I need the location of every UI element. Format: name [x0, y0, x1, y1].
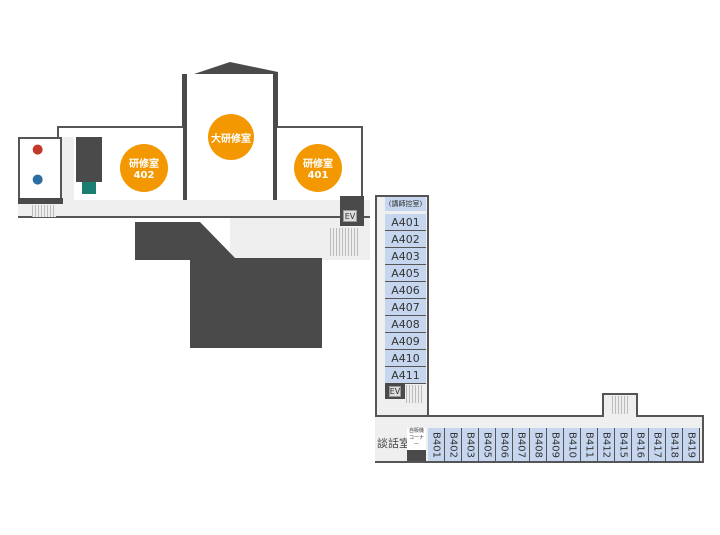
room-b411[interactable]: B411 [581, 428, 598, 461]
room-b416[interactable]: B416 [632, 428, 649, 461]
room-a411[interactable]: A411 [385, 367, 426, 384]
stairs-wing [406, 385, 424, 403]
room-b408[interactable]: B408 [530, 428, 547, 461]
room-b419[interactable]: B419 [683, 428, 700, 461]
exit-sign-icon [82, 182, 96, 194]
room-label: B412 [600, 431, 612, 458]
room-label: B403 [464, 431, 476, 458]
room-label: B405 [481, 431, 493, 458]
shaft [76, 137, 102, 182]
room-a405[interactable]: A405 [385, 265, 426, 282]
room-b406[interactable]: B406 [496, 428, 513, 461]
elevator-1: EV [343, 210, 357, 222]
room-label: B419 [685, 431, 697, 458]
room-a401[interactable]: A401 [385, 214, 426, 231]
room-b410[interactable]: B410 [564, 428, 581, 461]
male-restroom-icon: ● [32, 172, 44, 187]
room-label: B417 [651, 431, 663, 458]
room-large-hall[interactable]: 大研修室 [208, 114, 254, 160]
room-a403[interactable]: A403 [385, 248, 426, 265]
wall [18, 198, 63, 204]
room-a406[interactable]: A406 [385, 282, 426, 299]
room-label: B408 [532, 431, 544, 458]
stairs-center [330, 228, 360, 256]
room-b418[interactable]: B418 [666, 428, 683, 461]
room-a410[interactable]: A410 [385, 350, 426, 367]
room-b409[interactable]: B409 [547, 428, 564, 461]
room-label: B411 [583, 431, 595, 458]
atrium-void [190, 258, 322, 348]
wall [407, 450, 426, 461]
lounge-label: 談話室 [377, 437, 410, 450]
room-a402[interactable]: A402 [385, 231, 426, 248]
stairs [32, 205, 56, 217]
room-label: B409 [549, 431, 561, 458]
room-a409[interactable]: A409 [385, 333, 426, 350]
room-label: B407 [515, 431, 527, 458]
room-b415[interactable]: B415 [615, 428, 632, 461]
room-a407[interactable]: A407 [385, 299, 426, 316]
room-label: B406 [498, 431, 510, 458]
room-label: B410 [566, 431, 578, 458]
room-label: B402 [447, 431, 459, 458]
main-corridor [18, 200, 370, 218]
stairs-east [612, 396, 628, 414]
female-restroom-icon: ● [32, 142, 44, 157]
room-label: B416 [634, 431, 646, 458]
room-b403[interactable]: B403 [462, 428, 479, 461]
dark-block [135, 222, 237, 260]
corridor-left [62, 137, 74, 200]
room-b412[interactable]: B412 [598, 428, 615, 461]
room-b405[interactable]: B405 [479, 428, 496, 461]
room-402[interactable]: 研修室 402 [120, 144, 168, 192]
elevator-2: EV [389, 386, 401, 397]
room-401[interactable]: 研修室 401 [294, 144, 342, 192]
room-b401[interactable]: B401 [428, 428, 445, 461]
room-a408[interactable]: A408 [385, 316, 426, 333]
room-b402[interactable]: B402 [445, 428, 462, 461]
room-label: B401 [430, 431, 442, 458]
room-b407[interactable]: B407 [513, 428, 530, 461]
room-b417[interactable]: B417 [649, 428, 666, 461]
lecturer-room[interactable]: (講師控室) [385, 197, 426, 211]
vending-label: 自販機コーナー [408, 428, 424, 448]
room-label: B418 [668, 431, 680, 458]
room-label: B415 [617, 431, 629, 458]
